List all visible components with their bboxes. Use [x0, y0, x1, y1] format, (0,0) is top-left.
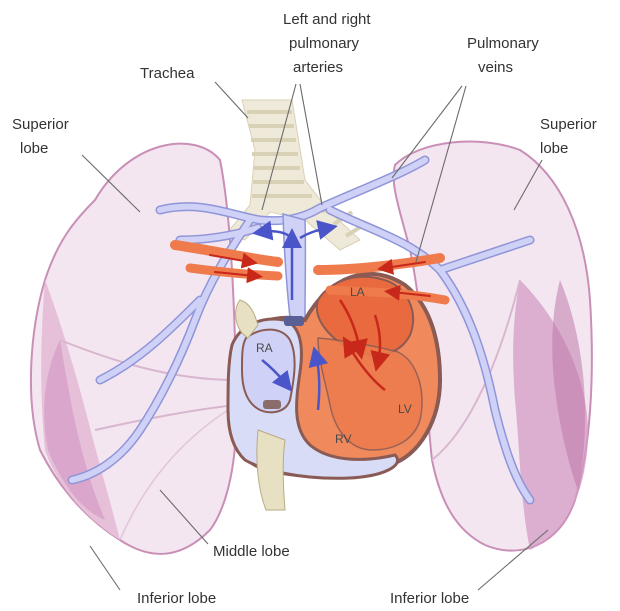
label-inferior-lobe-right: Inferior lobe — [390, 590, 469, 607]
chamber-label-ra: RA — [256, 341, 273, 355]
chamber-label-la: LA — [350, 285, 365, 299]
label-superior-lobe-left-line1: Superior — [12, 116, 69, 133]
label-trachea: Trachea — [140, 65, 195, 82]
label-left-right-pulmonary-arteries-line1: Left and right — [283, 11, 371, 28]
label-pulmonary-veins-line2: veins — [478, 59, 513, 76]
chamber-label-lv: LV — [398, 402, 412, 416]
label-superior-lobe-left-line2: lobe — [20, 140, 48, 157]
chamber-label-rv: RV — [335, 432, 351, 446]
label-pulmonary-veins-line1: Pulmonary — [467, 35, 539, 52]
label-middle-lobe: Middle lobe — [213, 543, 290, 560]
label-superior-lobe-right-line2: lobe — [540, 140, 568, 157]
label-left-right-pulmonary-arteries-line3: arteries — [293, 59, 343, 76]
label-inferior-lobe-left: Inferior lobe — [137, 590, 216, 607]
label-superior-lobe-right-line1: Superior — [540, 116, 597, 133]
label-left-right-pulmonary-arteries-line2: pulmonary — [289, 35, 360, 52]
